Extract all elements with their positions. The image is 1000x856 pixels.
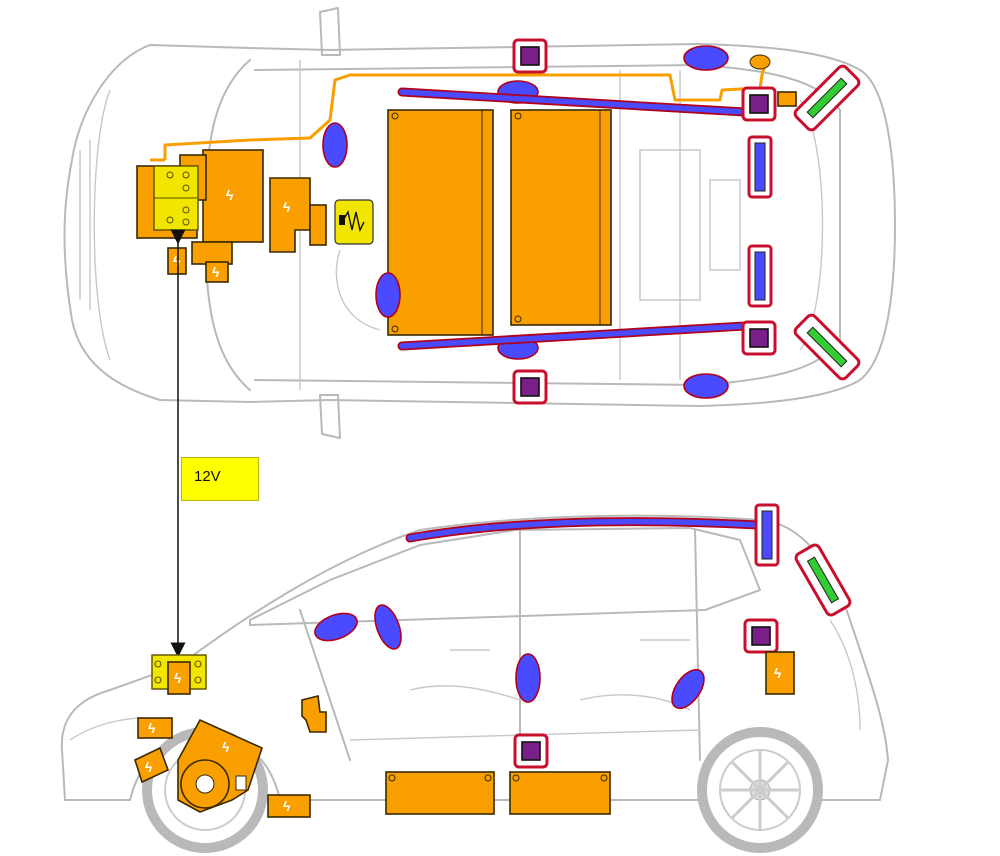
battery-icon-top bbox=[153, 165, 199, 231]
hv-module-rear-side: ϟ bbox=[765, 651, 795, 695]
airbag-icon-rear-curtain-side bbox=[754, 503, 780, 567]
svg-text:ϟ: ϟ bbox=[174, 670, 182, 686]
airbag-icon-rear-left bbox=[683, 45, 729, 71]
crash-sensor-icon-top-3 bbox=[741, 320, 777, 356]
hv-module-tail-top bbox=[749, 54, 797, 107]
gas-generator-icon bbox=[334, 199, 374, 245]
hv-module-front-side: ϟ ϟ ϟ bbox=[134, 717, 311, 818]
svg-text:ϟ: ϟ bbox=[283, 798, 291, 814]
hv-battery-side-front bbox=[385, 771, 495, 815]
svg-text:ϟ: ϟ bbox=[212, 264, 220, 280]
airbag-icon-passenger bbox=[375, 272, 401, 318]
svg-text:ϟ: ϟ bbox=[222, 739, 230, 755]
wheel-rear bbox=[697, 727, 823, 853]
airbag-icon-steering-side bbox=[374, 604, 402, 650]
crash-sensor-icon-top-1 bbox=[512, 38, 548, 74]
hv-module-medium: ϟ bbox=[269, 177, 311, 253]
svg-text:ϟ: ϟ bbox=[173, 253, 181, 269]
hv-module-door-side bbox=[301, 695, 327, 733]
hv-motor-icon: ϟ bbox=[177, 718, 263, 813]
svg-text:ϟ: ϟ bbox=[145, 759, 153, 775]
svg-text:ϟ: ϟ bbox=[148, 720, 156, 736]
svg-text:ϟ: ϟ bbox=[226, 187, 234, 203]
gas-strut-icon-top-left bbox=[793, 64, 861, 132]
crash-sensor-icon-side-1 bbox=[743, 618, 779, 654]
curtain-airbag-left bbox=[397, 87, 750, 117]
hv-battery-side-rear bbox=[509, 771, 611, 815]
svg-text:ϟ: ϟ bbox=[774, 665, 782, 681]
gas-strut-icon-side bbox=[794, 543, 852, 617]
crash-sensor-icon-side-2 bbox=[513, 733, 549, 769]
hv-module-small bbox=[309, 204, 327, 246]
airbag-icon-side-front bbox=[515, 653, 541, 703]
airbag-icon-knee bbox=[314, 612, 358, 642]
curtain-airbag-side bbox=[405, 517, 763, 543]
airbag-icon-rear-curtain-right bbox=[747, 244, 773, 308]
mirror-left bbox=[319, 7, 341, 56]
airbag-icon-side-rear bbox=[671, 668, 705, 710]
crash-sensor-icon-top-2 bbox=[741, 86, 777, 122]
airbag-icon-rear-right bbox=[683, 373, 729, 399]
battery-icon-side: ϟ bbox=[151, 654, 207, 695]
crash-sensor-icon-top-4 bbox=[512, 369, 548, 405]
hv-module-large: ϟ bbox=[202, 149, 264, 243]
curtain-airbag-right bbox=[397, 321, 750, 351]
mirror-right bbox=[319, 394, 341, 439]
svg-text:ϟ: ϟ bbox=[283, 199, 291, 215]
hv-battery-rear bbox=[510, 109, 612, 326]
voltage-label: 12V bbox=[181, 457, 259, 501]
hv-battery-front bbox=[387, 109, 494, 336]
gas-strut-icon-top-right bbox=[793, 313, 861, 381]
airbag-icon-rear-curtain-left bbox=[747, 135, 773, 199]
airbag-icon-steering bbox=[322, 122, 348, 168]
